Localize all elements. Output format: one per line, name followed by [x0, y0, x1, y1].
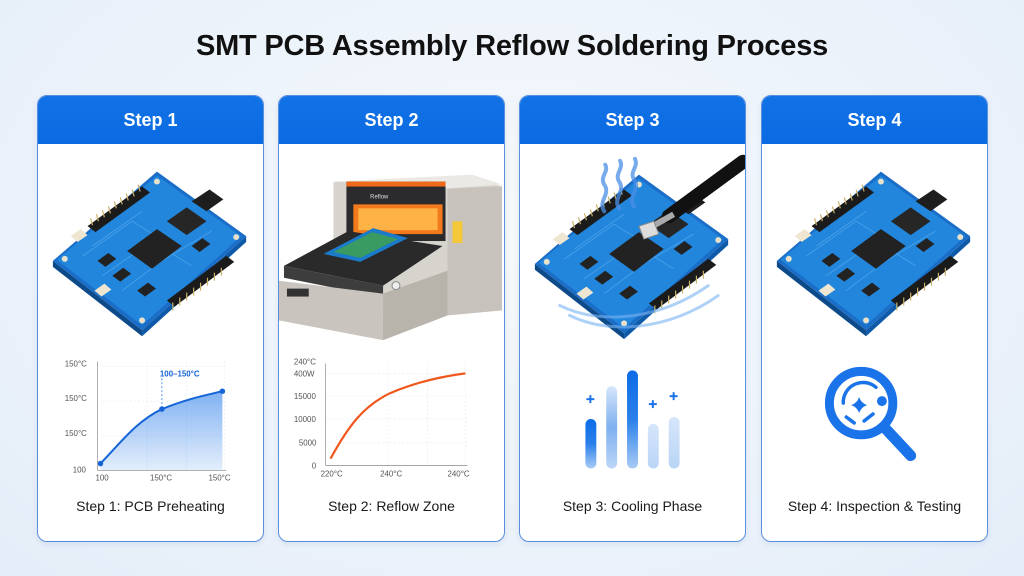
svg-text:400W: 400W	[294, 369, 315, 378]
step-3-header: Step 3	[520, 96, 745, 144]
pcb-cooling-illustration	[534, 154, 745, 340]
svg-text:150°C: 150°C	[150, 473, 172, 481]
preheat-chart: 100–150°C 150°C 150°C 150°C 100 100 150°…	[65, 359, 231, 481]
page-title: SMT PCB Assembly Reflow Soldering Proces…	[195, 30, 829, 62]
svg-text:5000: 5000	[299, 439, 317, 448]
step-2-caption: Step 2: Reflow Zone	[328, 498, 455, 514]
step-1-card: Step 1 100–150°C 150°C 150°C 150°C 100 1…	[37, 95, 264, 542]
magnifier-inspection-icon	[824, 366, 917, 462]
step-4-caption: Step 4: Inspection & Testing	[787, 498, 962, 514]
svg-text:150°C: 150°C	[65, 429, 87, 438]
pcb-board-illustration	[52, 171, 247, 337]
svg-text:15000: 15000	[294, 392, 317, 401]
step-1-caption: Step 1: PCB Preheating	[76, 498, 225, 514]
svg-text:240°C: 240°C	[294, 357, 316, 366]
svg-text:220°C: 220°C	[321, 469, 343, 478]
step-3-card: Step 3 St	[519, 95, 746, 542]
cooling-bars-icon	[585, 370, 680, 469]
svg-text:10000: 10000	[294, 415, 317, 424]
svg-text:240°C: 240°C	[380, 469, 402, 478]
step-2-card: Step 2 Reflow 240°C 400W 15	[278, 95, 505, 542]
svg-text:100–150°C: 100–150°C	[160, 369, 200, 378]
reflow-oven-illustration: Reflow	[279, 174, 503, 341]
svg-text:100: 100	[73, 465, 87, 474]
step-4-header: Step 4	[762, 96, 987, 144]
step-1-header: Step 1	[38, 96, 263, 144]
reflow-chart: 240°C 400W 15000 10000 5000 0 220°C 240°…	[294, 357, 470, 478]
step-3-caption: Step 3: Cooling Phase	[562, 498, 703, 514]
step-2-header: Step 2	[279, 96, 504, 144]
pcb-board-illustration	[776, 171, 971, 337]
svg-text:100: 100	[95, 473, 109, 481]
step-4-card: Step 4 Step 4: Inspection & Testing	[761, 95, 988, 542]
svg-text:240°C: 240°C	[448, 469, 470, 478]
svg-text:150°C: 150°C	[65, 394, 87, 403]
svg-text:150°C: 150°C	[65, 359, 87, 368]
svg-text:150°C: 150°C	[208, 473, 230, 481]
svg-text:0: 0	[312, 462, 317, 471]
svg-text:Reflow: Reflow	[370, 194, 389, 200]
